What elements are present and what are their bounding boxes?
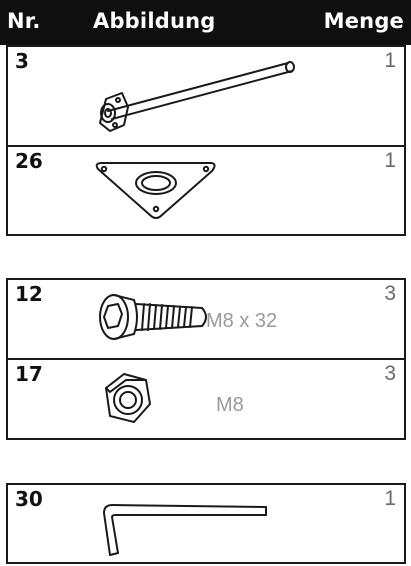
header-menge: Menge <box>323 9 404 33</box>
triangular-plate-icon <box>95 162 216 219</box>
allen-key-icon <box>103 504 267 556</box>
list-item: 17 M8 3 <box>8 358 404 438</box>
hex-nut-icon <box>105 373 151 423</box>
part-number: 26 <box>15 149 43 173</box>
table-header: Nr. Abbildung Menge <box>0 0 411 45</box>
list-item: 26 1 <box>8 145 404 234</box>
list-item: 30 1 <box>8 485 404 562</box>
header-abbildung: Abbildung <box>93 9 216 33</box>
list-item: 3 1 <box>8 47 404 145</box>
part-quantity: 1 <box>384 487 396 510</box>
list-item: 12 M8 x 32 3 <box>8 280 404 358</box>
rod-with-flange-icon <box>99 61 295 132</box>
part-quantity: 1 <box>384 49 396 72</box>
part-quantity: 1 <box>384 149 396 172</box>
hex-socket-bolt-icon <box>99 294 207 340</box>
part-number: 12 <box>15 282 43 306</box>
parts-group-3: 30 1 <box>6 483 406 564</box>
part-number: 30 <box>15 487 43 511</box>
header-nr: Nr. <box>7 9 41 33</box>
part-size: M8 x 32 <box>206 310 278 332</box>
part-number: 17 <box>15 362 43 386</box>
part-size: M8 <box>216 394 244 416</box>
part-number: 3 <box>15 49 29 73</box>
parts-group-2: 12 M8 x 32 3 17 <box>6 278 406 440</box>
part-quantity: 3 <box>384 362 396 385</box>
part-quantity: 3 <box>384 282 396 305</box>
parts-group-1: 3 1 26 1 <box>6 45 406 236</box>
